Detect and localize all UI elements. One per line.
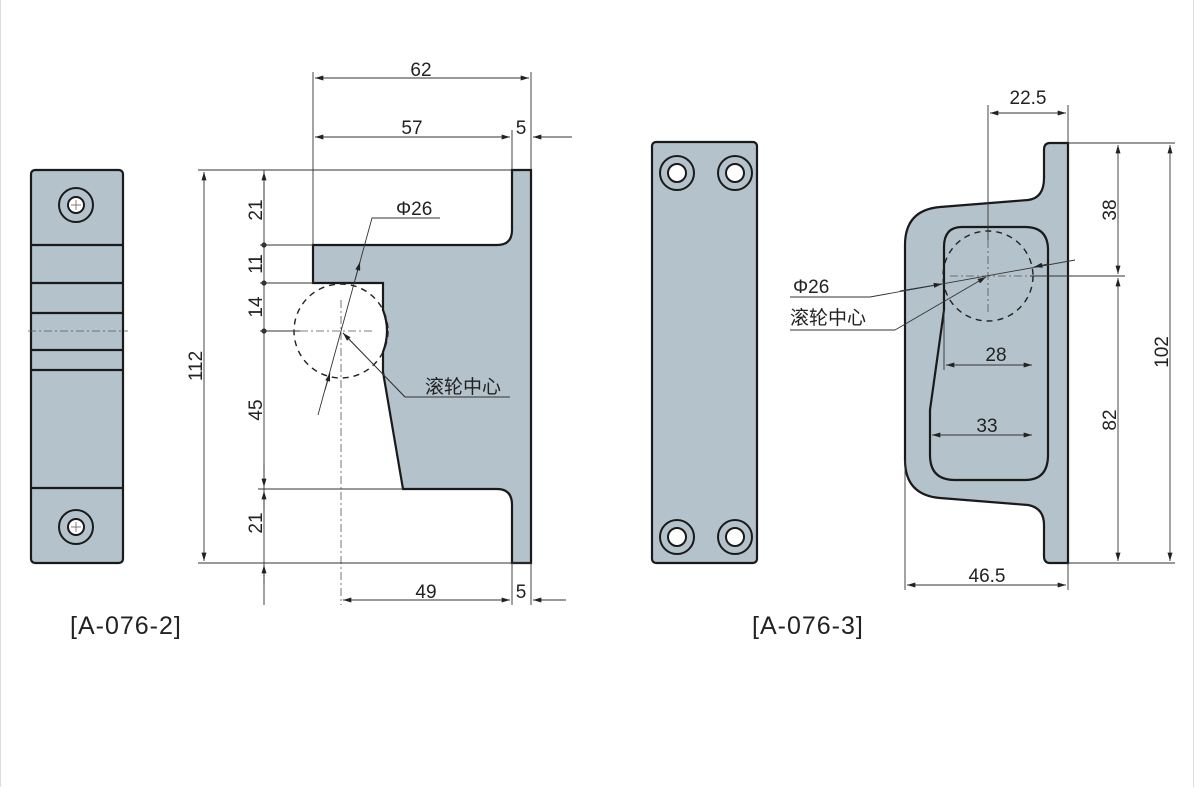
roller-center-label: 滚轮中心 xyxy=(425,376,501,398)
dim-57: 57 xyxy=(401,118,422,139)
diameter-label: Φ26 xyxy=(793,277,829,298)
dim-45: 45 xyxy=(246,399,267,420)
dim-11: 11 xyxy=(246,254,267,274)
dim-102: 102 xyxy=(1152,336,1173,368)
dim-14: 14 xyxy=(246,296,267,318)
screw-hole-icon xyxy=(58,187,94,223)
a0763-dimensions: 22.5 38 82 102 28 33 46.5 Φ26 滚轮中心 xyxy=(790,88,1175,590)
a0762-front-view xyxy=(28,168,128,565)
dim-21-bottom: 21 xyxy=(246,512,267,533)
dim-21-top: 21 xyxy=(246,199,267,220)
screw-hole-icon xyxy=(58,509,94,545)
a0762-dimensions: 62 57 5 49 5 112 21 11 14 45 21 Φ26 滚轮中心 xyxy=(186,60,572,605)
screw-hole-icon xyxy=(659,519,695,555)
dim-5-top: 5 xyxy=(516,118,527,139)
dim-38: 38 xyxy=(1100,199,1121,220)
dim-28: 28 xyxy=(985,345,1006,366)
dim-22-5: 22.5 xyxy=(1010,88,1047,109)
a0763-front-view xyxy=(650,140,759,565)
dim-46-5: 46.5 xyxy=(969,566,1006,587)
roller-center-label: 滚轮中心 xyxy=(790,307,866,329)
dim-112: 112 xyxy=(186,351,207,381)
dim-5-bottom: 5 xyxy=(516,582,527,603)
dim-62: 62 xyxy=(410,60,431,81)
screw-hole-icon xyxy=(717,519,753,555)
dim-33: 33 xyxy=(976,416,997,437)
screw-hole-icon xyxy=(659,155,695,191)
screw-hole-icon xyxy=(717,155,753,191)
part-label-a0762: [A-076-2] xyxy=(70,612,182,640)
diameter-label: Φ26 xyxy=(396,199,432,220)
dim-49: 49 xyxy=(415,582,436,603)
dim-82: 82 xyxy=(1100,409,1121,430)
part-label-a0763: [A-076-3] xyxy=(752,612,864,640)
